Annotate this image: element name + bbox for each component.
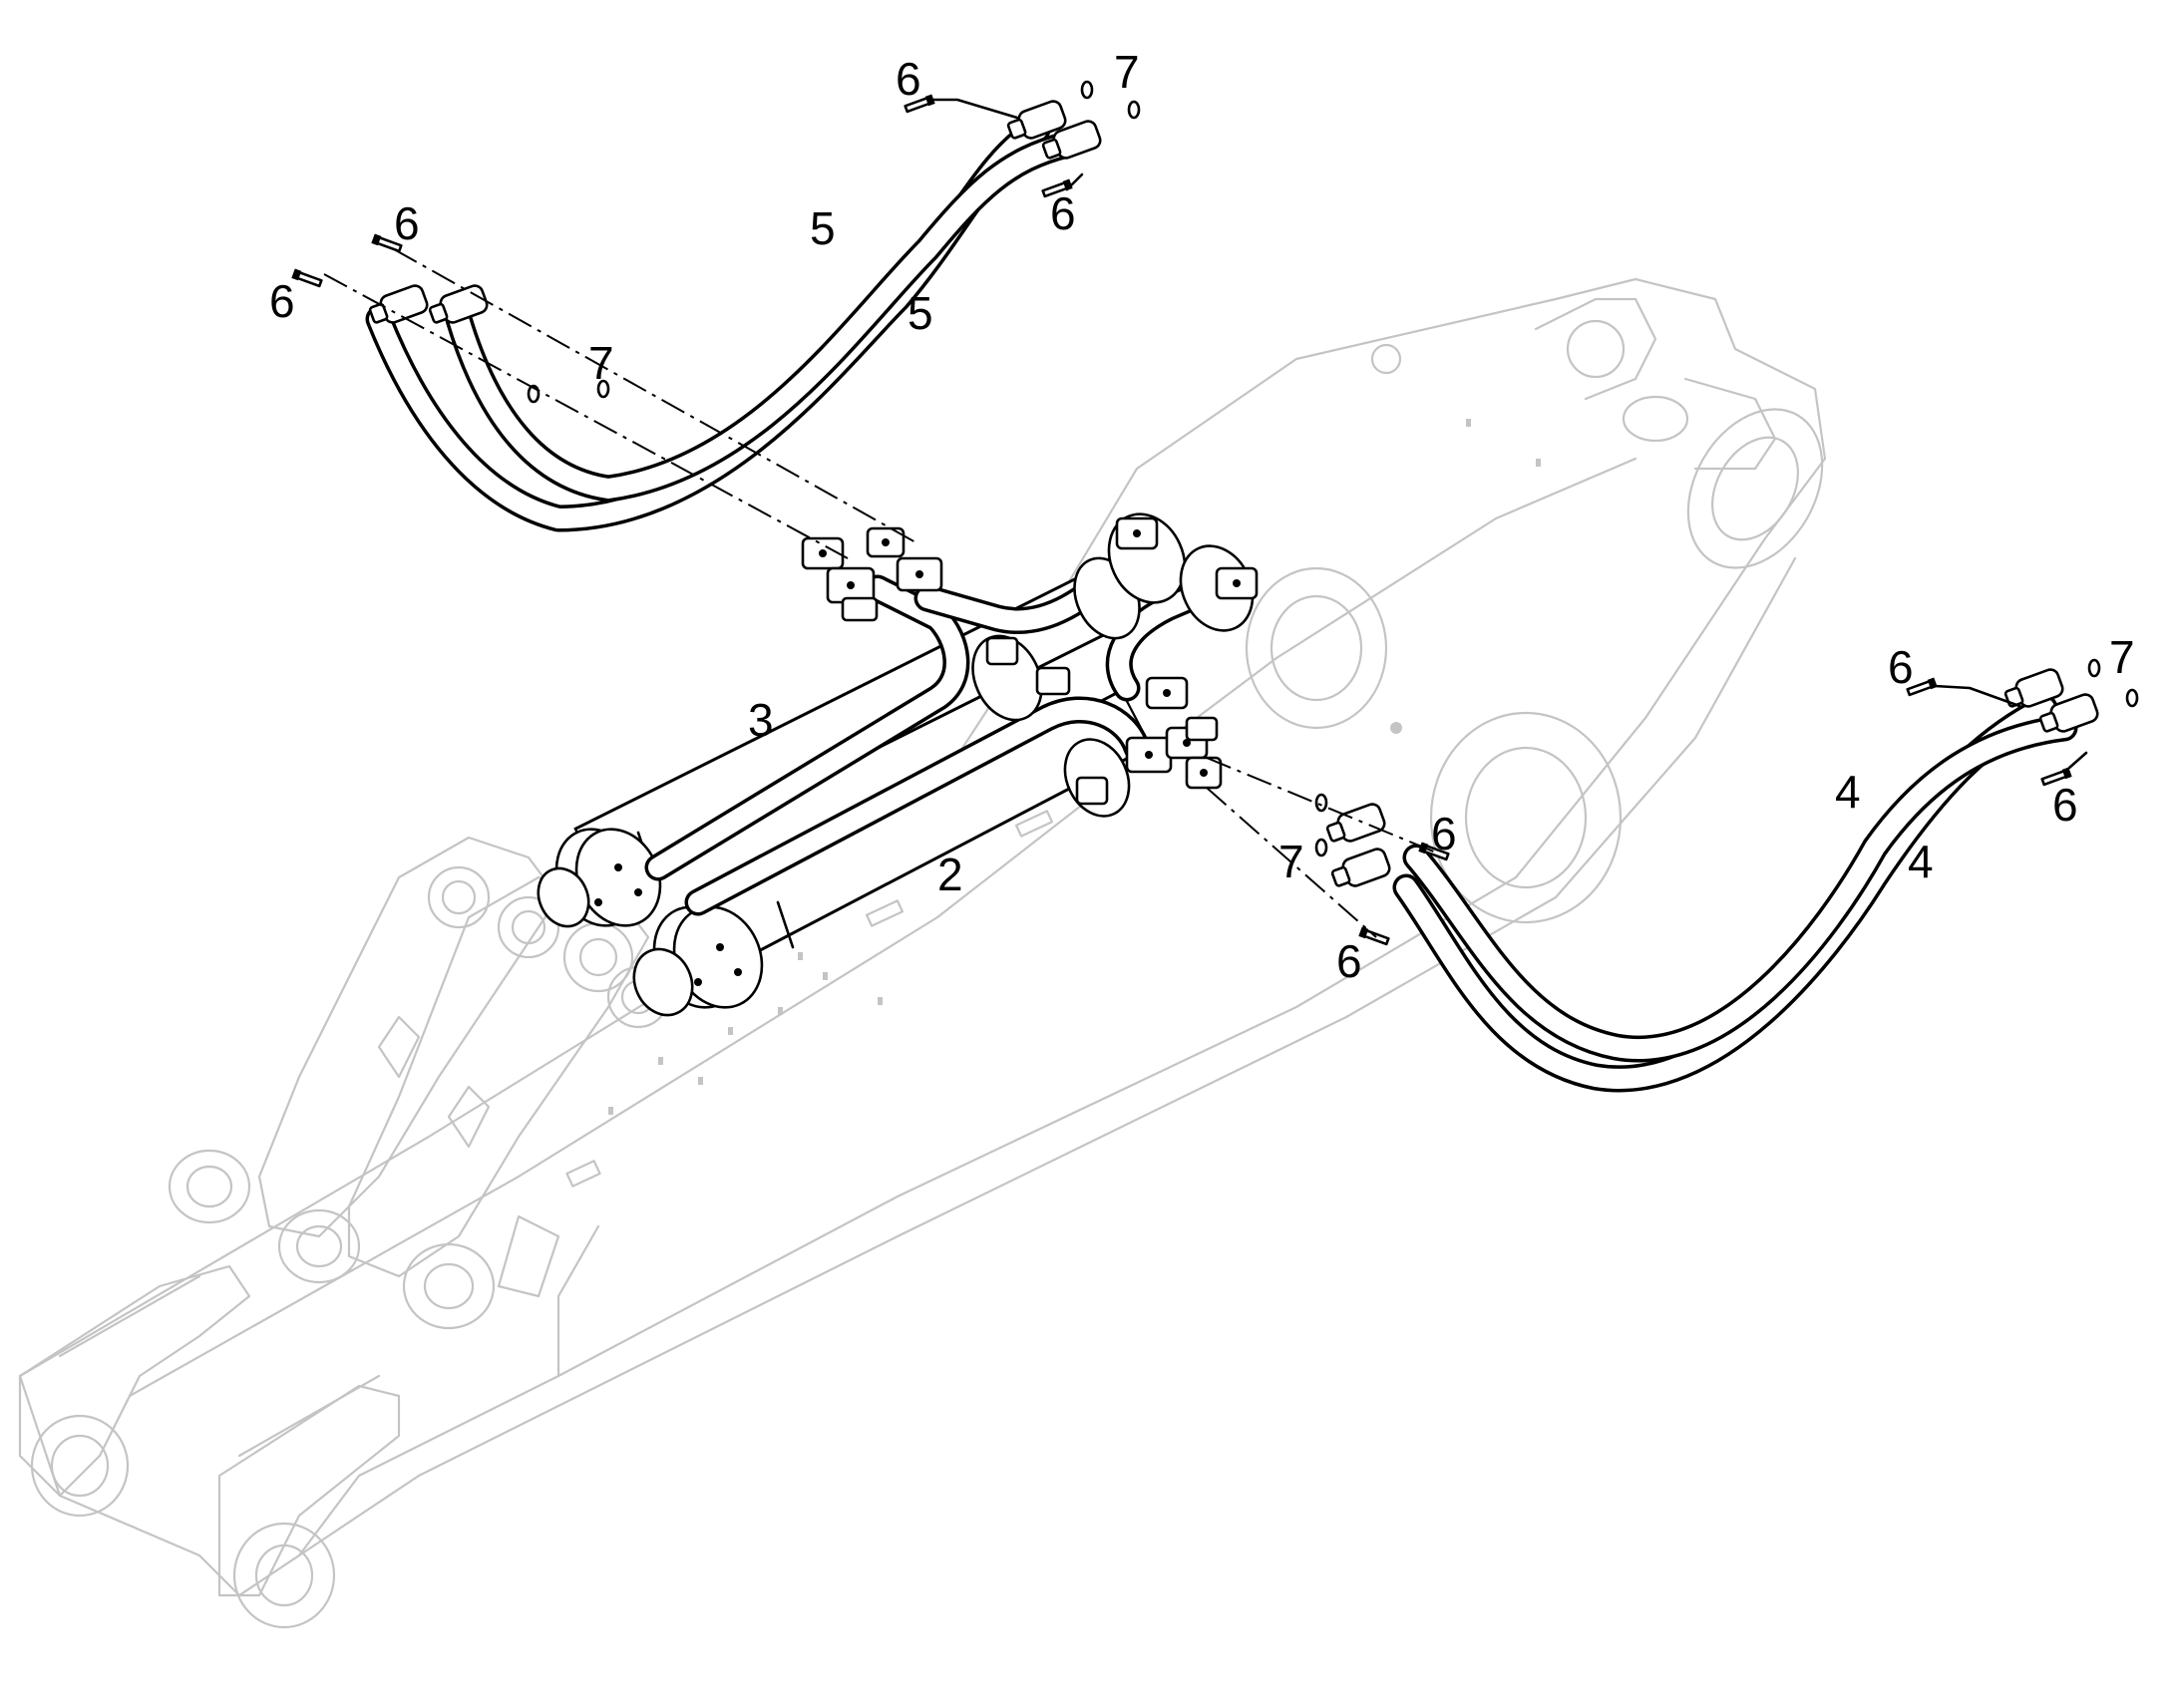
callout-6-mid-1: 6 — [1431, 808, 1457, 859]
callout-7-top: 7 — [1114, 46, 1140, 98]
callout-7-upleft: 7 — [588, 337, 614, 389]
callout-7-mid: 7 — [1278, 836, 1304, 887]
callout-6-top: 6 — [896, 53, 921, 105]
callout-6-topright: 6 — [1050, 187, 1076, 239]
callout-5-a: 5 — [810, 202, 836, 254]
callout-6-upleft-1: 6 — [394, 197, 420, 249]
cylinder-2 — [682, 688, 1153, 977]
cylinder-rod-flanges — [537, 828, 764, 1017]
hose-4-pair — [1392, 694, 2078, 1093]
callout-6-mid-2: 6 — [1336, 935, 1362, 987]
callout-labels: 6 7 6 5 5 6 6 7 3 2 6 7 6 4 4 6 7 6 — [269, 46, 2135, 987]
callout-5-b: 5 — [908, 287, 933, 339]
callout-4-a: 4 — [1835, 766, 1861, 818]
o-rings — [527, 80, 2139, 857]
assembly-lines — [323, 98, 2088, 938]
callout-6-right-1: 6 — [1888, 641, 1914, 693]
callout-6-upleft-2: 6 — [269, 275, 295, 327]
weld-studs-ghost — [608, 419, 1541, 1115]
callout-3: 3 — [748, 694, 774, 746]
callout-6-right-2: 6 — [2052, 779, 2078, 831]
callout-2: 2 — [937, 849, 963, 900]
callout-7-right: 7 — [2109, 631, 2135, 683]
boom-structure-ghost — [18, 277, 1827, 1629]
hose-5-pair — [365, 116, 1081, 532]
pipe-clamps — [801, 516, 1259, 806]
hose-end-fittings — [368, 100, 2099, 887]
callout-4-b: 4 — [1908, 836, 1934, 887]
